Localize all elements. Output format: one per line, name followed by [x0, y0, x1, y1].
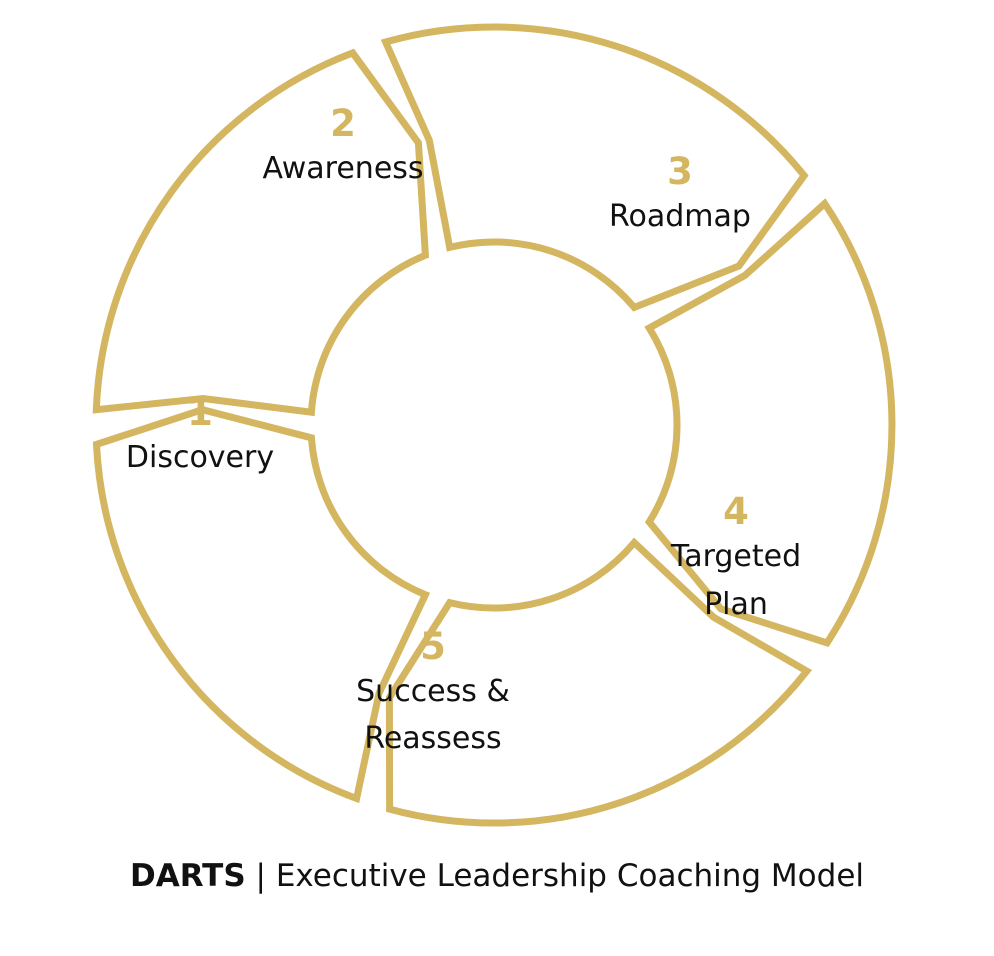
step-number-5: 5: [420, 625, 446, 668]
diagram-caption: DARTS | Executive Leadership Coaching Mo…: [0, 858, 994, 894]
caption-subtitle: Executive Leadership Coaching Model: [275, 858, 865, 894]
cycle-segment-4: [385, 537, 813, 827]
step-number-2: 2: [330, 102, 356, 145]
step-label-2-line-1: Awareness: [262, 151, 423, 186]
step-label-3-line-1: Roadmap: [609, 199, 751, 234]
cycle-segment-5: [92, 406, 431, 804]
center-hub: [317, 248, 671, 602]
cycle-segment-2: [380, 23, 809, 312]
step-label-5-line-2: Reassess: [364, 721, 501, 756]
step-label-4-line-1: Targeted: [670, 539, 801, 574]
step-label-4-line-2: Plan: [704, 587, 768, 622]
step-label-1-line-1: Discovery: [126, 440, 274, 475]
step-number-3: 3: [667, 150, 693, 193]
cycle-segment-3: [644, 198, 896, 648]
cycle-segment-1: [92, 48, 430, 417]
caption-separator: |: [245, 858, 276, 894]
caption-brand: DARTS: [129, 858, 246, 894]
step-number-4: 4: [723, 490, 749, 533]
step-label-5-line-1: Success &: [356, 674, 510, 709]
step-number-1: 1: [187, 391, 213, 434]
